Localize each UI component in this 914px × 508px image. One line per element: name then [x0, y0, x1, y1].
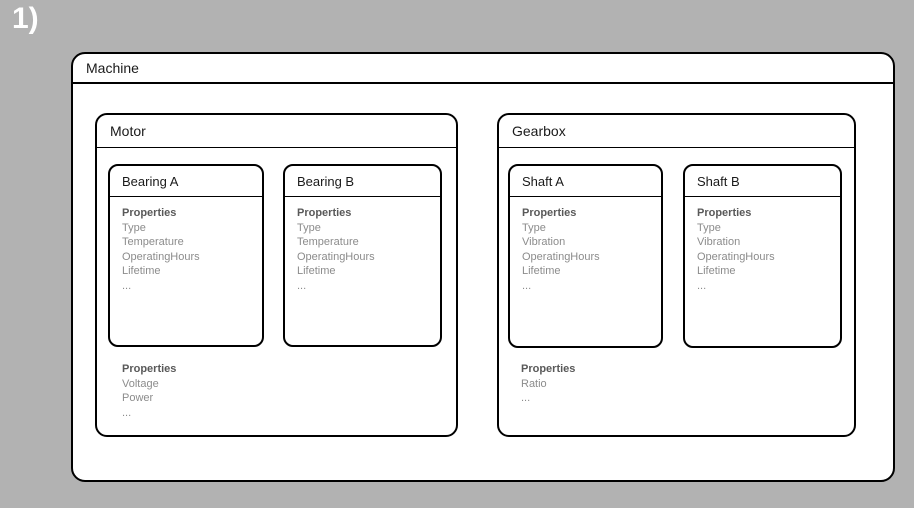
properties-label: Properties — [522, 207, 577, 219]
property-item: ... — [297, 279, 307, 292]
figure-label: 1) — [12, 2, 39, 35]
property-item: Type — [697, 221, 721, 234]
property-item: OperatingHours — [297, 250, 375, 263]
property-item: Type — [522, 221, 546, 234]
property-item: Ratio — [521, 377, 547, 390]
property-item: ... — [122, 279, 132, 292]
gearbox-properties: Properties Ratio... — [521, 362, 575, 406]
property-item: Vibration — [697, 236, 741, 248]
properties-label: Properties — [697, 207, 752, 219]
property-item: Temperature — [122, 236, 184, 248]
property-item: Lifetime — [522, 265, 561, 277]
property-item: ... — [522, 279, 532, 292]
shaft-b-title: Shaft B — [685, 166, 840, 197]
property-item: Lifetime — [697, 265, 736, 277]
bearing-b-title: Bearing B — [285, 166, 440, 197]
property-item: Power — [122, 392, 154, 404]
property-item: ... — [697, 279, 707, 292]
property-item: Temperature — [297, 236, 359, 248]
properties-label: Properties — [297, 207, 352, 219]
bearing-a-title: Bearing A — [110, 166, 262, 197]
gearbox-title: Gearbox — [499, 115, 854, 148]
property-item: OperatingHours — [122, 250, 200, 263]
property-item: OperatingHours — [522, 250, 600, 263]
properties-list: Ratio... — [521, 377, 575, 406]
property-item: Vibration — [522, 236, 566, 248]
property-item: Lifetime — [122, 265, 161, 277]
properties-label: Properties — [122, 207, 177, 219]
properties-label: Properties — [122, 363, 177, 375]
property-item: ... — [122, 406, 132, 419]
property-item: Lifetime — [297, 265, 336, 277]
property-item: Voltage — [122, 377, 159, 390]
property-item: Type — [122, 221, 146, 234]
property-item: Type — [297, 221, 321, 234]
motor-title: Motor — [97, 115, 456, 148]
property-item: OperatingHours — [697, 250, 775, 263]
property-item: ... — [521, 392, 531, 404]
properties-label: Properties — [521, 363, 576, 375]
machine-title: Machine — [73, 54, 893, 84]
shaft-a-title: Shaft A — [510, 166, 661, 197]
